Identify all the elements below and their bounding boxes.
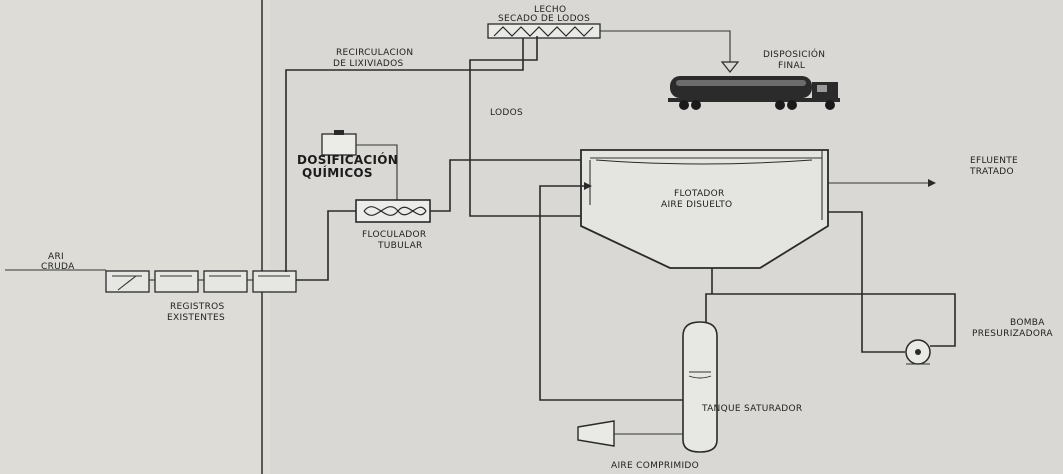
- label-tratado: TRATADO: [969, 167, 1014, 177]
- register-box: [154, 270, 199, 293]
- flocculator-box: [355, 199, 431, 223]
- flotator-body: [580, 149, 829, 269]
- truck-wheel: [825, 100, 835, 110]
- label-flotador: FLOTADOR: [674, 189, 725, 199]
- truck-window: [817, 85, 827, 92]
- label-recirculacion: RECIRCULACION: [336, 48, 413, 58]
- dosing-tank-icon: [321, 130, 357, 156]
- compressor-icon: [577, 420, 615, 447]
- register-box: [203, 270, 248, 293]
- existing-registers: [105, 270, 297, 293]
- daf-flotation-tank: [580, 149, 829, 269]
- label-disposicion: DISPOSICIÓN: [763, 48, 825, 60]
- pipe-to-disposal: [600, 30, 731, 62]
- truck-chassis: [668, 98, 840, 102]
- pump-shaft: [915, 349, 921, 355]
- pipe-registers-to-flocculator: [296, 210, 356, 281]
- tanker-truck-icon: [668, 76, 840, 110]
- register-pipe: [117, 275, 137, 291]
- label-presurizadora: PRESURIZADORA: [972, 329, 1053, 339]
- truck-tank: [670, 76, 812, 98]
- sludge-drying-bed: [487, 23, 601, 39]
- drying-bed-screw: [493, 26, 594, 37]
- pipe-pump-to-saturator: [705, 293, 956, 347]
- truck-wheel: [691, 100, 701, 110]
- label-efluente: EFLUENTE: [970, 156, 1018, 166]
- effluent-arrow-icon: [928, 179, 936, 187]
- dosing-tank-cap: [334, 130, 344, 135]
- flocculator-coil: [363, 206, 427, 216]
- dosing-tank: [321, 133, 357, 156]
- label-bomba: BOMBA: [1010, 318, 1045, 328]
- pipe-flocculator-to-flotator: [430, 159, 590, 212]
- label-floculador: FLOCULADOR: [362, 230, 426, 240]
- register-box: [252, 270, 297, 293]
- flotator-water-surface: [595, 159, 813, 165]
- label-final: FINAL: [778, 61, 805, 71]
- pipe-recycle-to-pump: [828, 211, 905, 353]
- pump-icon: [905, 339, 931, 365]
- saturator-return-arrow-icon: [584, 182, 592, 190]
- saturator-level-wave: [688, 375, 712, 379]
- truck-wheel: [775, 100, 785, 110]
- saturator-vessel: [682, 321, 718, 453]
- saturation-tank: [682, 321, 718, 453]
- truck-tank-highlight: [676, 80, 806, 86]
- pipe-leachate-recirculation: [285, 36, 524, 272]
- disposal-arrow-icon: [720, 61, 740, 73]
- label-arl: ARI: [48, 252, 64, 262]
- label-tanque: TANQUE SATURADOR: [701, 404, 802, 414]
- register-box: [105, 270, 150, 293]
- label-registros: REGISTROS: [170, 302, 225, 312]
- pipe-dosing: [356, 144, 398, 202]
- truck-wheel: [679, 100, 689, 110]
- tubular-flocculator: [355, 199, 431, 223]
- label-aire-disuelto: AIRE DISUELTO: [661, 200, 732, 210]
- label-lecho: LECHO: [534, 5, 566, 15]
- label-dosificacion: DOSIFICACIÓN: [297, 152, 398, 167]
- pipe-saturator-to-flotator: [539, 185, 683, 401]
- label-lixiviados: DE LIXIVIADOS: [333, 59, 404, 69]
- truck-wheel: [787, 100, 797, 110]
- label-existentes: EXISTENTES: [167, 313, 225, 323]
- label-cruda: CRUDA: [41, 262, 75, 272]
- label-lodos: LODOS: [490, 108, 523, 118]
- label-aire-comprimido: AIRE COMPRIMIDO: [611, 461, 699, 471]
- compressor-body: [577, 420, 615, 447]
- label-tubular: TUBULAR: [377, 241, 423, 251]
- label-secado: SECADO DE LODOS: [498, 14, 590, 24]
- label-quimicos: QUÍMICOS: [302, 165, 373, 180]
